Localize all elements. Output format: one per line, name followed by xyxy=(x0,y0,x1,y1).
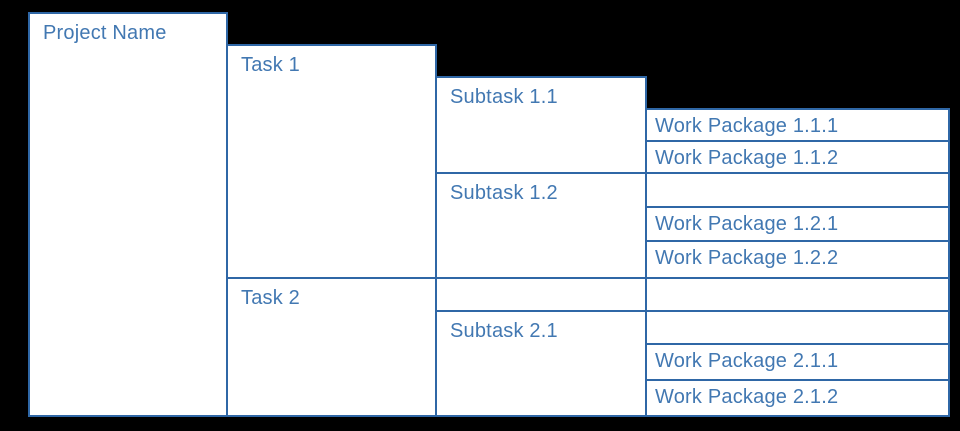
wbs-node-subtask-1-1: Subtask 1.1 xyxy=(435,76,647,174)
wbs-node-wp-1-1-1-label: Work Package 1.1.1 xyxy=(655,115,839,137)
wbs-node-wp-1-2-2: Work Package 1.2.2 xyxy=(645,240,950,279)
wbs-spacer-cell-task-2-subtask-col xyxy=(435,277,647,312)
wbs-node-subtask-1-2: Subtask 1.2 xyxy=(435,172,647,279)
wbs-spacer-cell-task-2-wp-col xyxy=(645,277,950,312)
wbs-node-subtask-2-1-label: Subtask 2.1 xyxy=(450,320,558,342)
wbs-spacer-cell-subtask-1-2-row xyxy=(645,172,950,208)
wbs-node-wp-2-1-1-label: Work Package 2.1.1 xyxy=(655,350,839,372)
wbs-node-wp-1-2-2-label: Work Package 1.2.2 xyxy=(655,247,839,269)
wbs-node-wp-2-1-2-label: Work Package 2.1.2 xyxy=(655,386,839,408)
wbs-node-project: Project Name xyxy=(28,12,228,417)
wbs-node-wp-1-2-1-label: Work Package 1.2.1 xyxy=(655,213,839,235)
wbs-node-subtask-1-1-label: Subtask 1.1 xyxy=(450,86,558,108)
wbs-node-wp-2-1-1: Work Package 2.1.1 xyxy=(645,343,950,381)
wbs-node-wp-1-2-1: Work Package 1.2.1 xyxy=(645,206,950,242)
wbs-node-wp-1-1-2: Work Package 1.1.2 xyxy=(645,140,950,174)
wbs-node-subtask-1-2-label: Subtask 1.2 xyxy=(450,182,558,204)
wbs-node-task-1: Task 1 xyxy=(226,44,437,279)
wbs-node-wp-1-1-2-label: Work Package 1.1.2 xyxy=(655,147,839,169)
wbs-node-task-1-label: Task 1 xyxy=(241,54,301,76)
wbs-node-wp-1-1-1: Work Package 1.1.1 xyxy=(645,108,950,142)
wbs-node-wp-2-1-2: Work Package 2.1.2 xyxy=(645,379,950,417)
wbs-node-subtask-2-1: Subtask 2.1 xyxy=(435,310,647,417)
wbs-node-task-2-label: Task 2 xyxy=(241,287,301,309)
wbs-node-project-label: Project Name xyxy=(43,22,167,44)
wbs-node-task-2: Task 2 xyxy=(226,277,437,417)
wbs-spacer-cell-subtask-2-1-row xyxy=(645,310,950,345)
